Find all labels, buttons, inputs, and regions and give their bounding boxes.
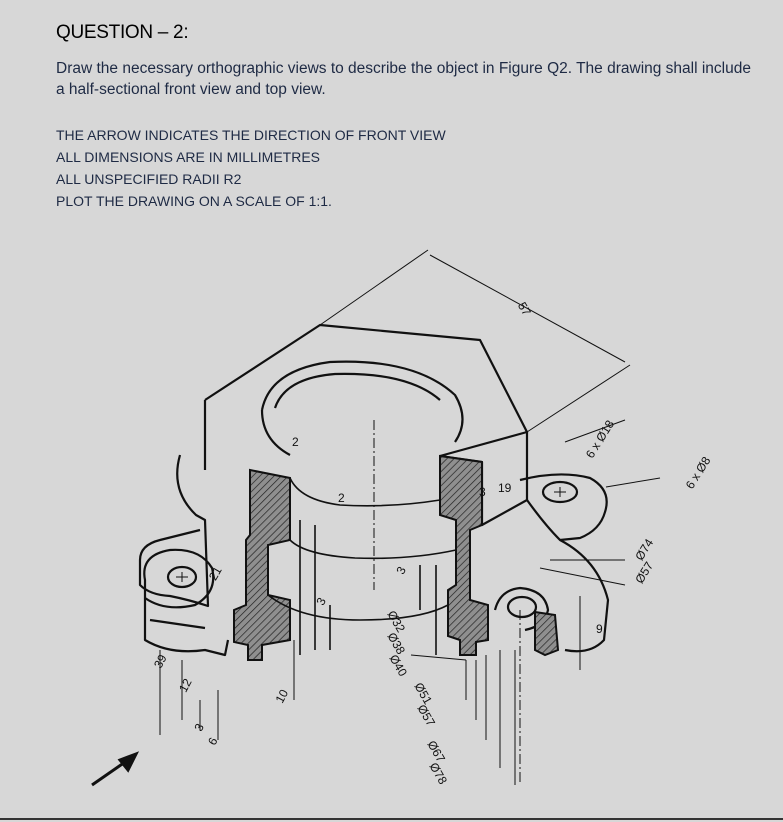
object-outline (138, 323, 610, 657)
dim-holes-small: 6 x Ø8 (683, 454, 714, 492)
bottom-rule (0, 818, 783, 820)
question-heading: QUESTION – 2: (56, 22, 189, 43)
flange-left-base (143, 598, 230, 657)
question-instruction: Draw the necessary orthographic views to… (56, 60, 751, 98)
dim-3-a: 3 (479, 485, 486, 499)
hex-right-face (480, 432, 529, 527)
note-radii: ALL UNSPECIFIED RADII R2 (56, 171, 242, 187)
flange-right-body-lower (526, 499, 610, 653)
dim-2-b: 2 (338, 491, 345, 505)
dim-3-d: 3 (393, 564, 409, 577)
dim-3-b: 3 (191, 721, 207, 734)
dim-d40: Ø40 (386, 652, 410, 679)
note-scale: PLOT THE DRAWING ON A SCALE OF 1:1. (56, 193, 332, 209)
note-front-view: THE ARROW INDICATES THE DIRECTION OF FRO… (56, 127, 446, 143)
dim-d74: Ø74 (632, 536, 656, 563)
flange-right-body (519, 473, 608, 542)
dim-3-c: 3 (313, 595, 329, 608)
dim-21: 21 (206, 564, 225, 583)
dim-d57-right: Ø57 (632, 559, 656, 586)
note-units: ALL DIMENSIONS ARE IN MILLIMETRES (56, 149, 320, 165)
dim-12: 12 (176, 676, 195, 695)
dim-57: 57 (515, 300, 534, 319)
flange-left-body (138, 454, 210, 608)
dim-39: 39 (151, 652, 170, 671)
dim-d57: Ø57 (414, 702, 438, 729)
front-view-arrow (91, 751, 140, 787)
flange-left-ear (143, 548, 215, 609)
section-hatching-right (439, 454, 560, 657)
dimension-labels: 57 6 x Ø18 6 x Ø8 19 3 Ø74 Ø57 9 2 2 21 … (151, 300, 714, 787)
dim-holes-large: 6 x Ø18 (583, 417, 617, 460)
dim-d78: Ø78 (426, 760, 450, 787)
inner-bore-lines (267, 477, 457, 655)
dim-9: 9 (596, 622, 603, 636)
hex-inner-bore-top (260, 360, 464, 443)
section-hatching-left (233, 468, 291, 661)
dim-10: 10 (273, 687, 292, 706)
hex-top-face (203, 323, 529, 470)
dim-19: 19 (498, 481, 512, 495)
notes-block: THE ARROW INDICATES THE DIRECTION OF FRO… (56, 124, 446, 212)
dimension-lines (159, 249, 661, 785)
dim-2-a: 2 (292, 435, 299, 449)
